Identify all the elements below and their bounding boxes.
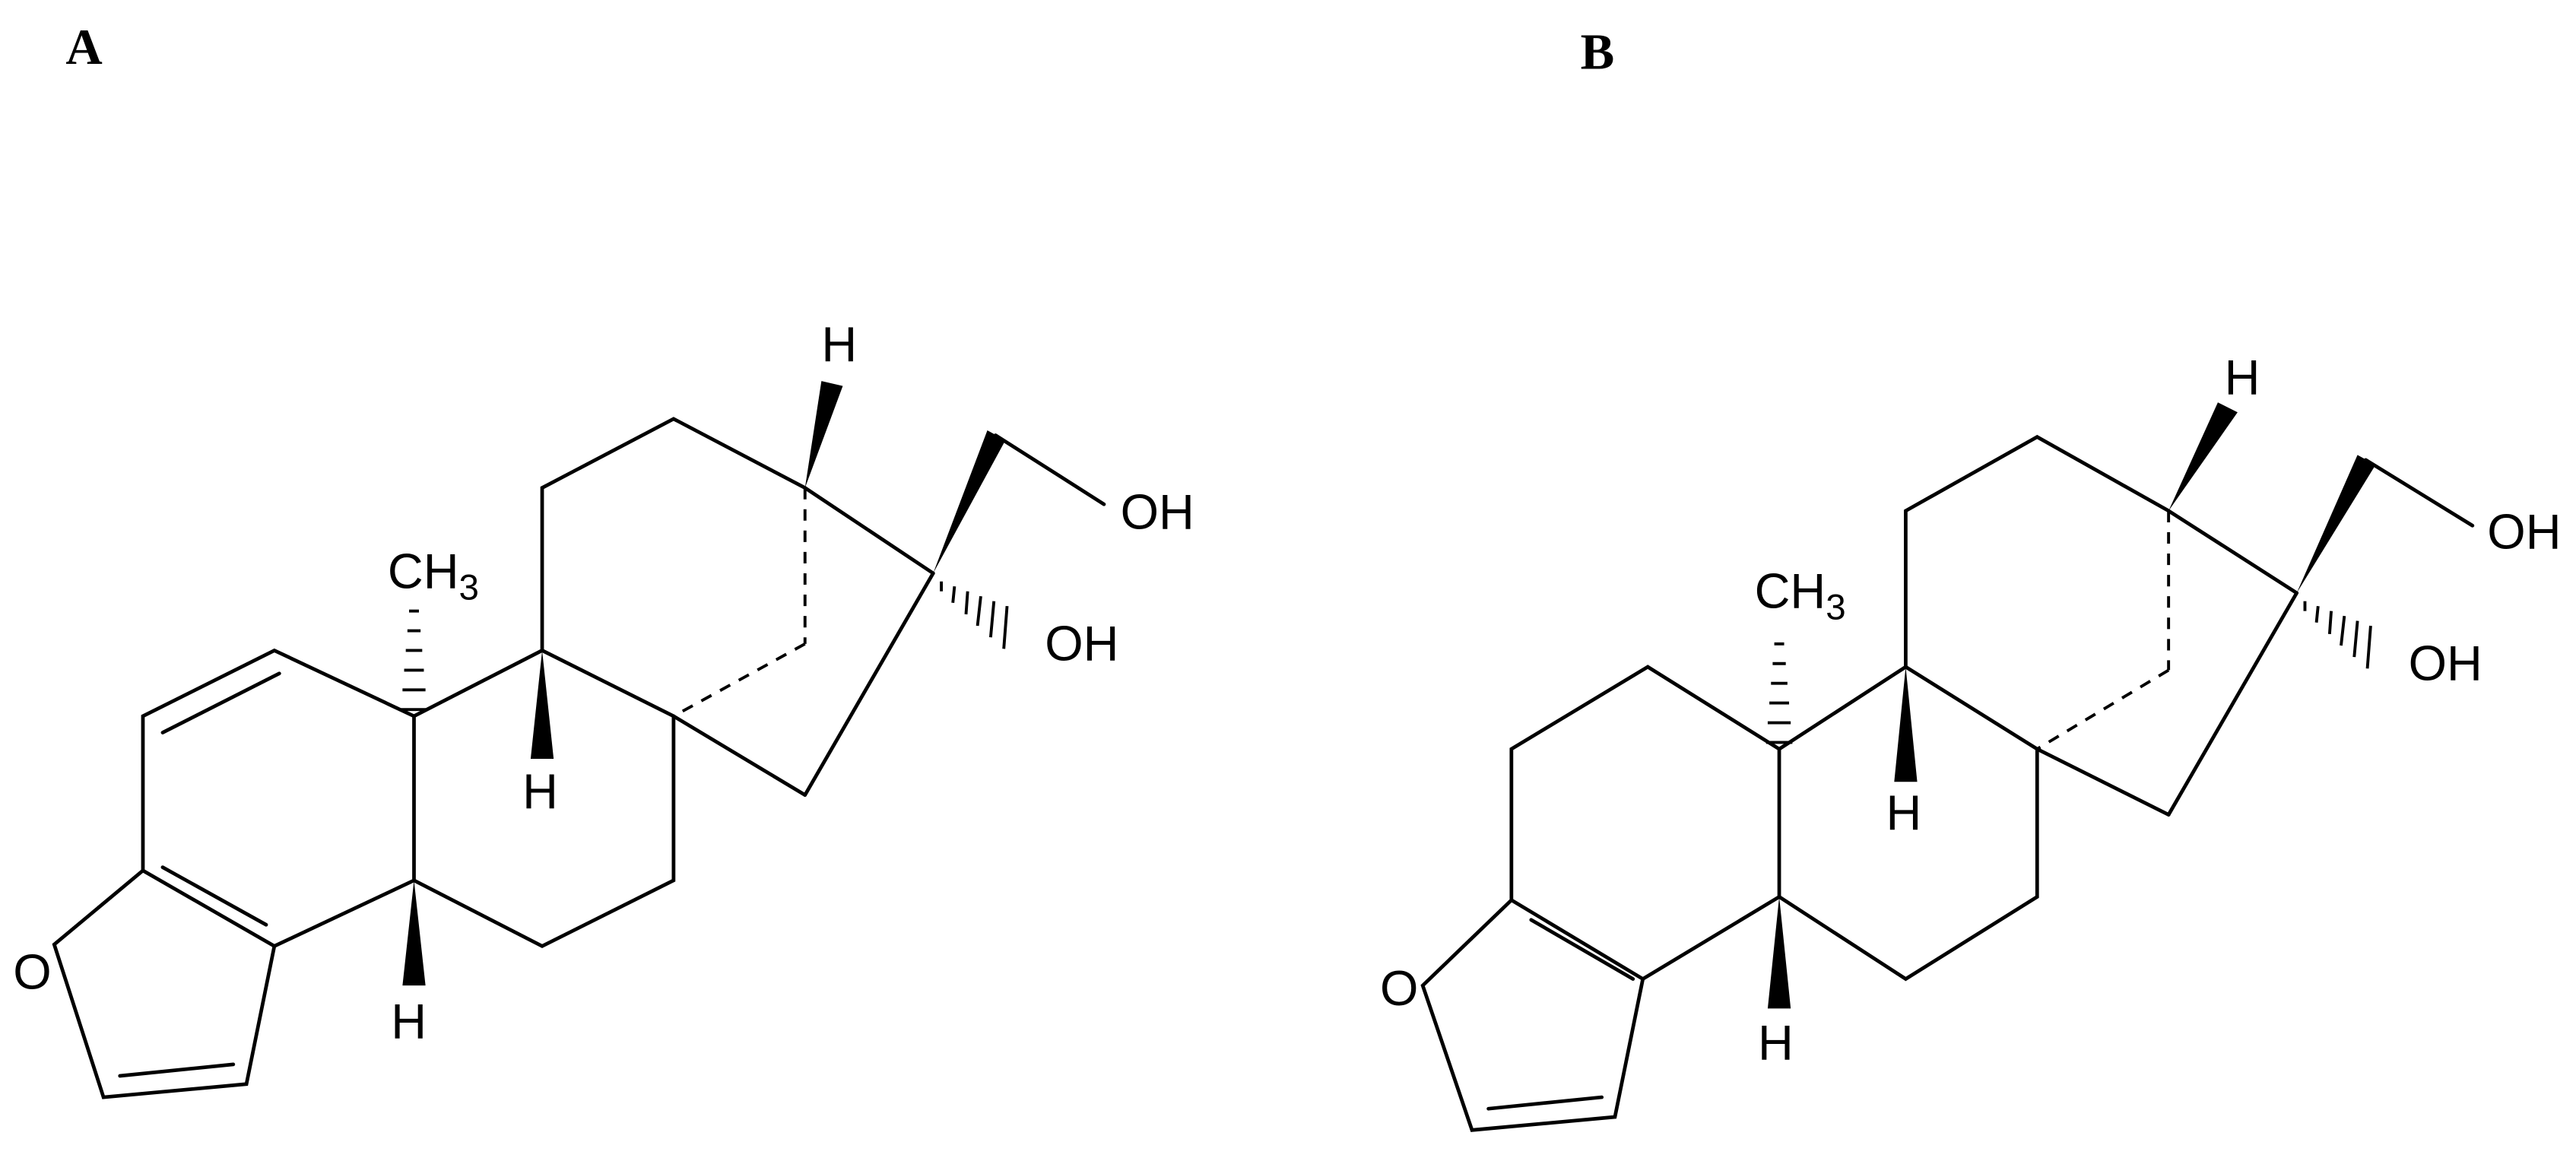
structure-a: CH3 OH OH H H H O	[13, 316, 1194, 1099]
panel-b-letter: B	[1581, 24, 1615, 81]
double-bond-inner	[160, 865, 268, 927]
bond	[1904, 434, 2171, 669]
wedge-bond	[402, 880, 426, 986]
atom-label-oh: OH	[2487, 504, 2561, 560]
bond	[141, 648, 416, 949]
atom-label-h: H	[1758, 1014, 1794, 1070]
bond	[540, 417, 807, 652]
double-bond-inner	[118, 1062, 236, 1078]
bond	[2035, 747, 2171, 817]
panel-b: B	[1380, 24, 2562, 1132]
bond	[52, 868, 277, 1099]
atom-label-h: H	[522, 763, 558, 819]
bond	[1420, 898, 1645, 1132]
wedge-bond	[2296, 455, 2376, 593]
wedge-bond	[933, 430, 1006, 573]
bond	[1777, 665, 2039, 982]
bond	[994, 433, 1106, 506]
atom-label-ch3: CH3	[1755, 563, 1846, 627]
double-bond-inner	[1529, 918, 1635, 981]
wedge-bond	[1767, 896, 1791, 1009]
atom-label-oh: OH	[2409, 635, 2482, 690]
bond	[2364, 458, 2475, 528]
atom-label-o: O	[1380, 960, 1418, 1016]
bond	[412, 648, 676, 948]
double-bond-inner	[160, 671, 281, 734]
atom-label-h: H	[1886, 785, 1922, 840]
wedge-bond	[2168, 402, 2238, 511]
bond	[671, 714, 807, 797]
hashed-bond	[2303, 601, 2372, 669]
bond	[803, 571, 935, 797]
wedge-bond	[530, 650, 554, 760]
structure-b: CH3 OH OH H H H O	[1380, 349, 2562, 1132]
double-bond-inner	[1486, 1095, 1604, 1111]
hashed-bond	[1765, 642, 1793, 744]
atom-label-o: O	[13, 944, 51, 999]
bond	[2166, 509, 2299, 595]
wedge-bond	[1894, 667, 1918, 782]
panel-a: A	[13, 19, 1194, 1099]
atom-label-ch3: CH3	[388, 543, 479, 608]
hashed-bond	[401, 609, 427, 712]
bond	[2166, 591, 2299, 817]
hashed-bond	[940, 581, 1009, 649]
dashed-bond	[2036, 668, 2170, 750]
wedge-bond	[804, 381, 843, 488]
atom-label-h: H	[821, 316, 857, 372]
atom-label-oh: OH	[1121, 484, 1194, 540]
bond	[803, 486, 935, 576]
atom-label-oh: OH	[1045, 615, 1118, 671]
atom-label-h: H	[391, 993, 427, 1049]
atom-label-h: H	[2225, 349, 2260, 405]
dashed-bond	[672, 642, 806, 718]
panel-a-letter: A	[65, 19, 102, 75]
